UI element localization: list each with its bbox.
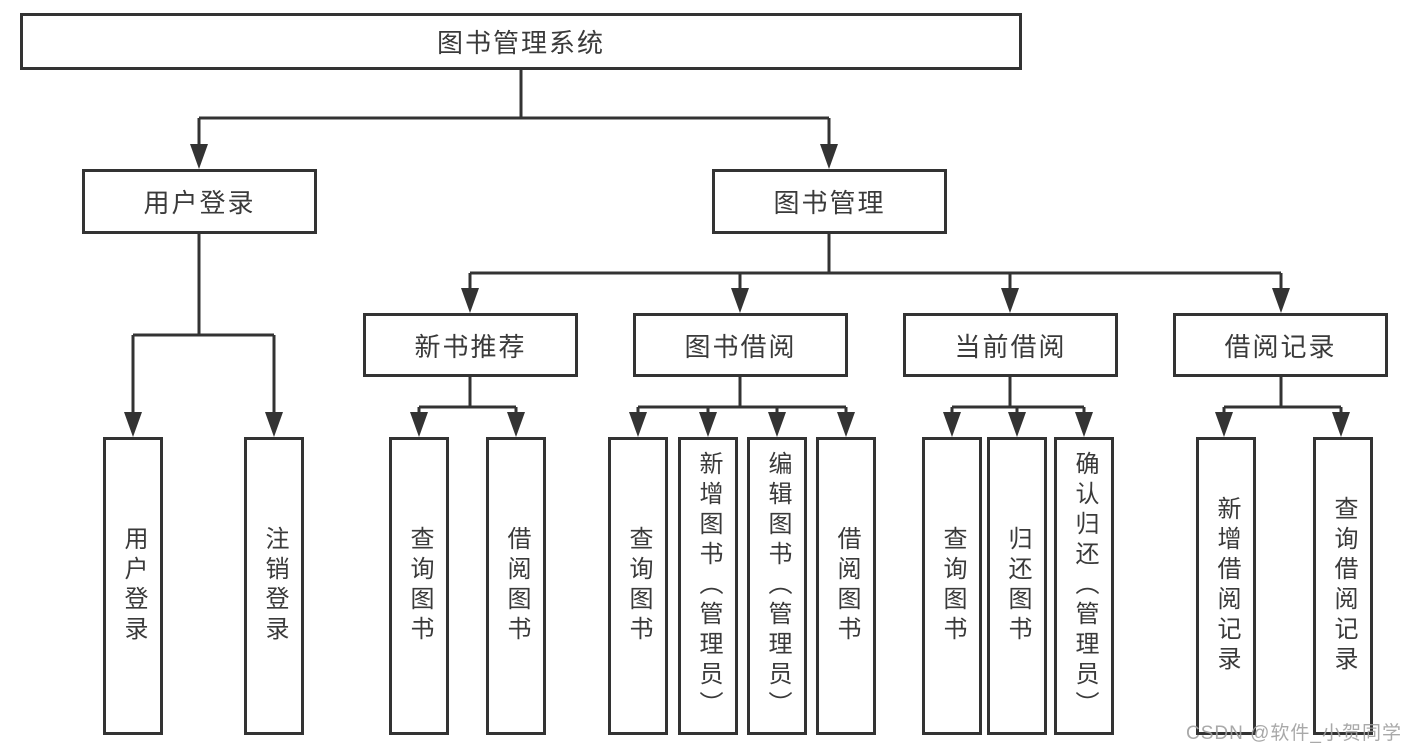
arrowhead	[1272, 288, 1290, 313]
connector-borrow-records-to-leaves	[1215, 377, 1350, 437]
leaf-add-books-admin-label: 新增图书（管理员）	[695, 451, 722, 721]
leaf-logout: 注销登录	[244, 437, 304, 735]
leaf-return-books-label: 归还图书	[1004, 526, 1031, 646]
node-new-book-recommendation: 新书推荐	[363, 313, 578, 377]
connector-root-to-level2	[190, 70, 838, 169]
node-library-system: 图书管理系统	[20, 13, 1022, 70]
leaf-borrow-books-label: 借阅图书	[833, 526, 860, 646]
arrowhead	[820, 144, 838, 169]
arrowhead	[507, 412, 525, 437]
connector-current-borrow-to-leaves	[943, 377, 1093, 437]
leaf-return-books: 归还图书	[987, 437, 1047, 735]
leaf-add-borrow-record: 新增借阅记录	[1196, 437, 1256, 735]
leaf-borrow-books-recommend-label: 借阅图书	[503, 526, 530, 646]
arrowhead	[124, 412, 142, 437]
leaf-edit-books-admin: 编辑图书（管理员）	[747, 437, 807, 735]
arrowhead	[768, 412, 786, 437]
node-book-borrowing: 图书借阅	[633, 313, 848, 377]
leaf-borrow-books-recommend: 借阅图书	[486, 437, 546, 735]
csdn-watermark: CSDN @软件_小贺同学	[1186, 723, 1402, 744]
node-current-borrowing-label: 当前借阅	[954, 331, 1067, 362]
arrowhead	[1332, 412, 1350, 437]
leaf-query-books-recommend: 查询图书	[389, 437, 449, 735]
leaf-query-books-borrow-label: 查询图书	[625, 526, 652, 646]
arrowhead	[629, 412, 647, 437]
node-user-login-label: 用户登录	[143, 188, 256, 218]
leaf-query-borrow-record-label: 查询借阅记录	[1330, 496, 1357, 676]
arrowhead	[410, 412, 428, 437]
node-book-management-label: 图书管理	[773, 188, 886, 218]
arrowhead	[1215, 412, 1233, 437]
leaf-user-login-label: 用户登录	[120, 526, 147, 646]
arrowhead	[1075, 412, 1093, 437]
leaf-logout-label: 注销登录	[261, 526, 288, 646]
node-borrowing-records: 借阅记录	[1173, 313, 1388, 377]
arrowhead	[265, 412, 283, 437]
arrowhead	[699, 412, 717, 437]
leaf-confirm-return-admin: 确认归还（管理员）	[1054, 437, 1114, 735]
node-book-borrowing-label: 图书借阅	[684, 331, 797, 362]
leaf-query-books-recommend-label: 查询图书	[406, 526, 433, 646]
leaf-add-books-admin: 新增图书（管理员）	[678, 437, 738, 735]
arrowhead	[943, 412, 961, 437]
leaf-add-borrow-record-label: 新增借阅记录	[1213, 496, 1240, 676]
node-library-system-label: 图书管理系统	[436, 28, 605, 58]
leaf-query-books-current: 查询图书	[922, 437, 982, 735]
connector-book-borrow-to-leaves	[629, 377, 855, 437]
node-new-book-recommendation-label: 新书推荐	[414, 331, 527, 362]
node-current-borrowing: 当前借阅	[903, 313, 1118, 377]
node-book-management: 图书管理	[712, 169, 947, 234]
connector-user-login-to-leaves	[124, 234, 283, 437]
leaf-query-borrow-record: 查询借阅记录	[1313, 437, 1373, 735]
arrowhead	[1001, 288, 1019, 313]
arrowhead	[837, 412, 855, 437]
arrowhead	[731, 288, 749, 313]
arrowhead	[1008, 412, 1026, 437]
node-borrowing-records-label: 借阅记录	[1224, 331, 1337, 362]
connector-book-management-to-level3	[461, 234, 1290, 313]
connector-new-book-to-leaves	[410, 377, 525, 437]
leaf-query-books-current-label: 查询图书	[939, 526, 966, 646]
arrowhead	[461, 288, 479, 313]
node-user-login: 用户登录	[82, 169, 317, 234]
leaf-edit-books-admin-label: 编辑图书（管理员）	[764, 451, 791, 721]
arrowhead	[190, 144, 208, 169]
leaf-borrow-books: 借阅图书	[816, 437, 876, 735]
leaf-query-books-borrow: 查询图书	[608, 437, 668, 735]
leaf-user-login: 用户登录	[103, 437, 163, 735]
leaf-confirm-return-admin-label: 确认归还（管理员）	[1071, 451, 1098, 721]
